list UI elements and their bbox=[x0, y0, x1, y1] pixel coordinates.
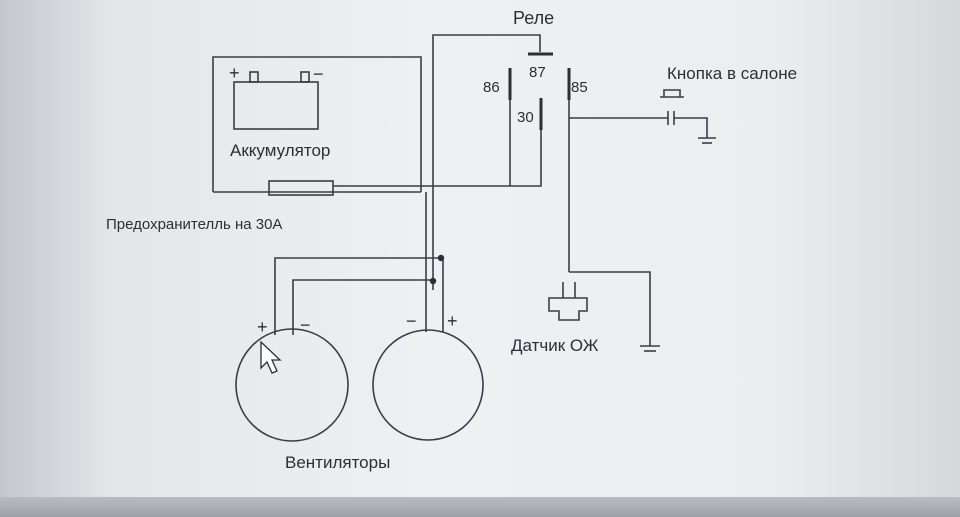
sensor-label: Датчик ОЖ bbox=[511, 336, 599, 355]
junction-dot-plus bbox=[437, 254, 445, 262]
fans-label: Вентиляторы bbox=[285, 453, 390, 472]
pin-87-label: 87 bbox=[529, 64, 546, 81]
fan-right-plus-sign: + bbox=[447, 311, 458, 331]
battery-minus-sign: − bbox=[313, 64, 324, 84]
relay-label: Реле bbox=[513, 8, 554, 28]
fan-left-plus-sign: + bbox=[257, 317, 268, 337]
battery-plus-sign: + bbox=[229, 63, 240, 83]
button-label: Кнопка в салоне bbox=[667, 64, 797, 83]
mouse-pointer-icon bbox=[260, 340, 282, 374]
battery-label: Аккумулятор bbox=[230, 141, 330, 160]
monitor-bezel bbox=[0, 497, 960, 517]
junction-dot-minus bbox=[429, 277, 437, 285]
pin-85-label: 85 bbox=[571, 79, 588, 96]
fuse-label: Предохранителль на 30А bbox=[106, 216, 282, 233]
fan-left-minus-sign: − bbox=[300, 315, 311, 335]
battery: + − bbox=[212, 56, 422, 193]
fan-wires bbox=[274, 192, 445, 335]
relay-wires bbox=[333, 34, 668, 290]
pin-86-label: 86 bbox=[483, 79, 500, 96]
sensor-body bbox=[548, 297, 588, 321]
coolant-sensor bbox=[548, 271, 660, 352]
fan-right-minus-sign: − bbox=[406, 311, 417, 331]
battery-body bbox=[233, 81, 319, 130]
battery-terminal-plus bbox=[249, 71, 259, 83]
fan-right bbox=[372, 329, 484, 441]
cabin-button bbox=[660, 89, 716, 144]
battery-terminal-minus bbox=[300, 71, 310, 83]
pin-30-label: 30 bbox=[517, 109, 534, 126]
fan-left bbox=[235, 328, 349, 442]
fuse-symbol bbox=[268, 180, 334, 196]
